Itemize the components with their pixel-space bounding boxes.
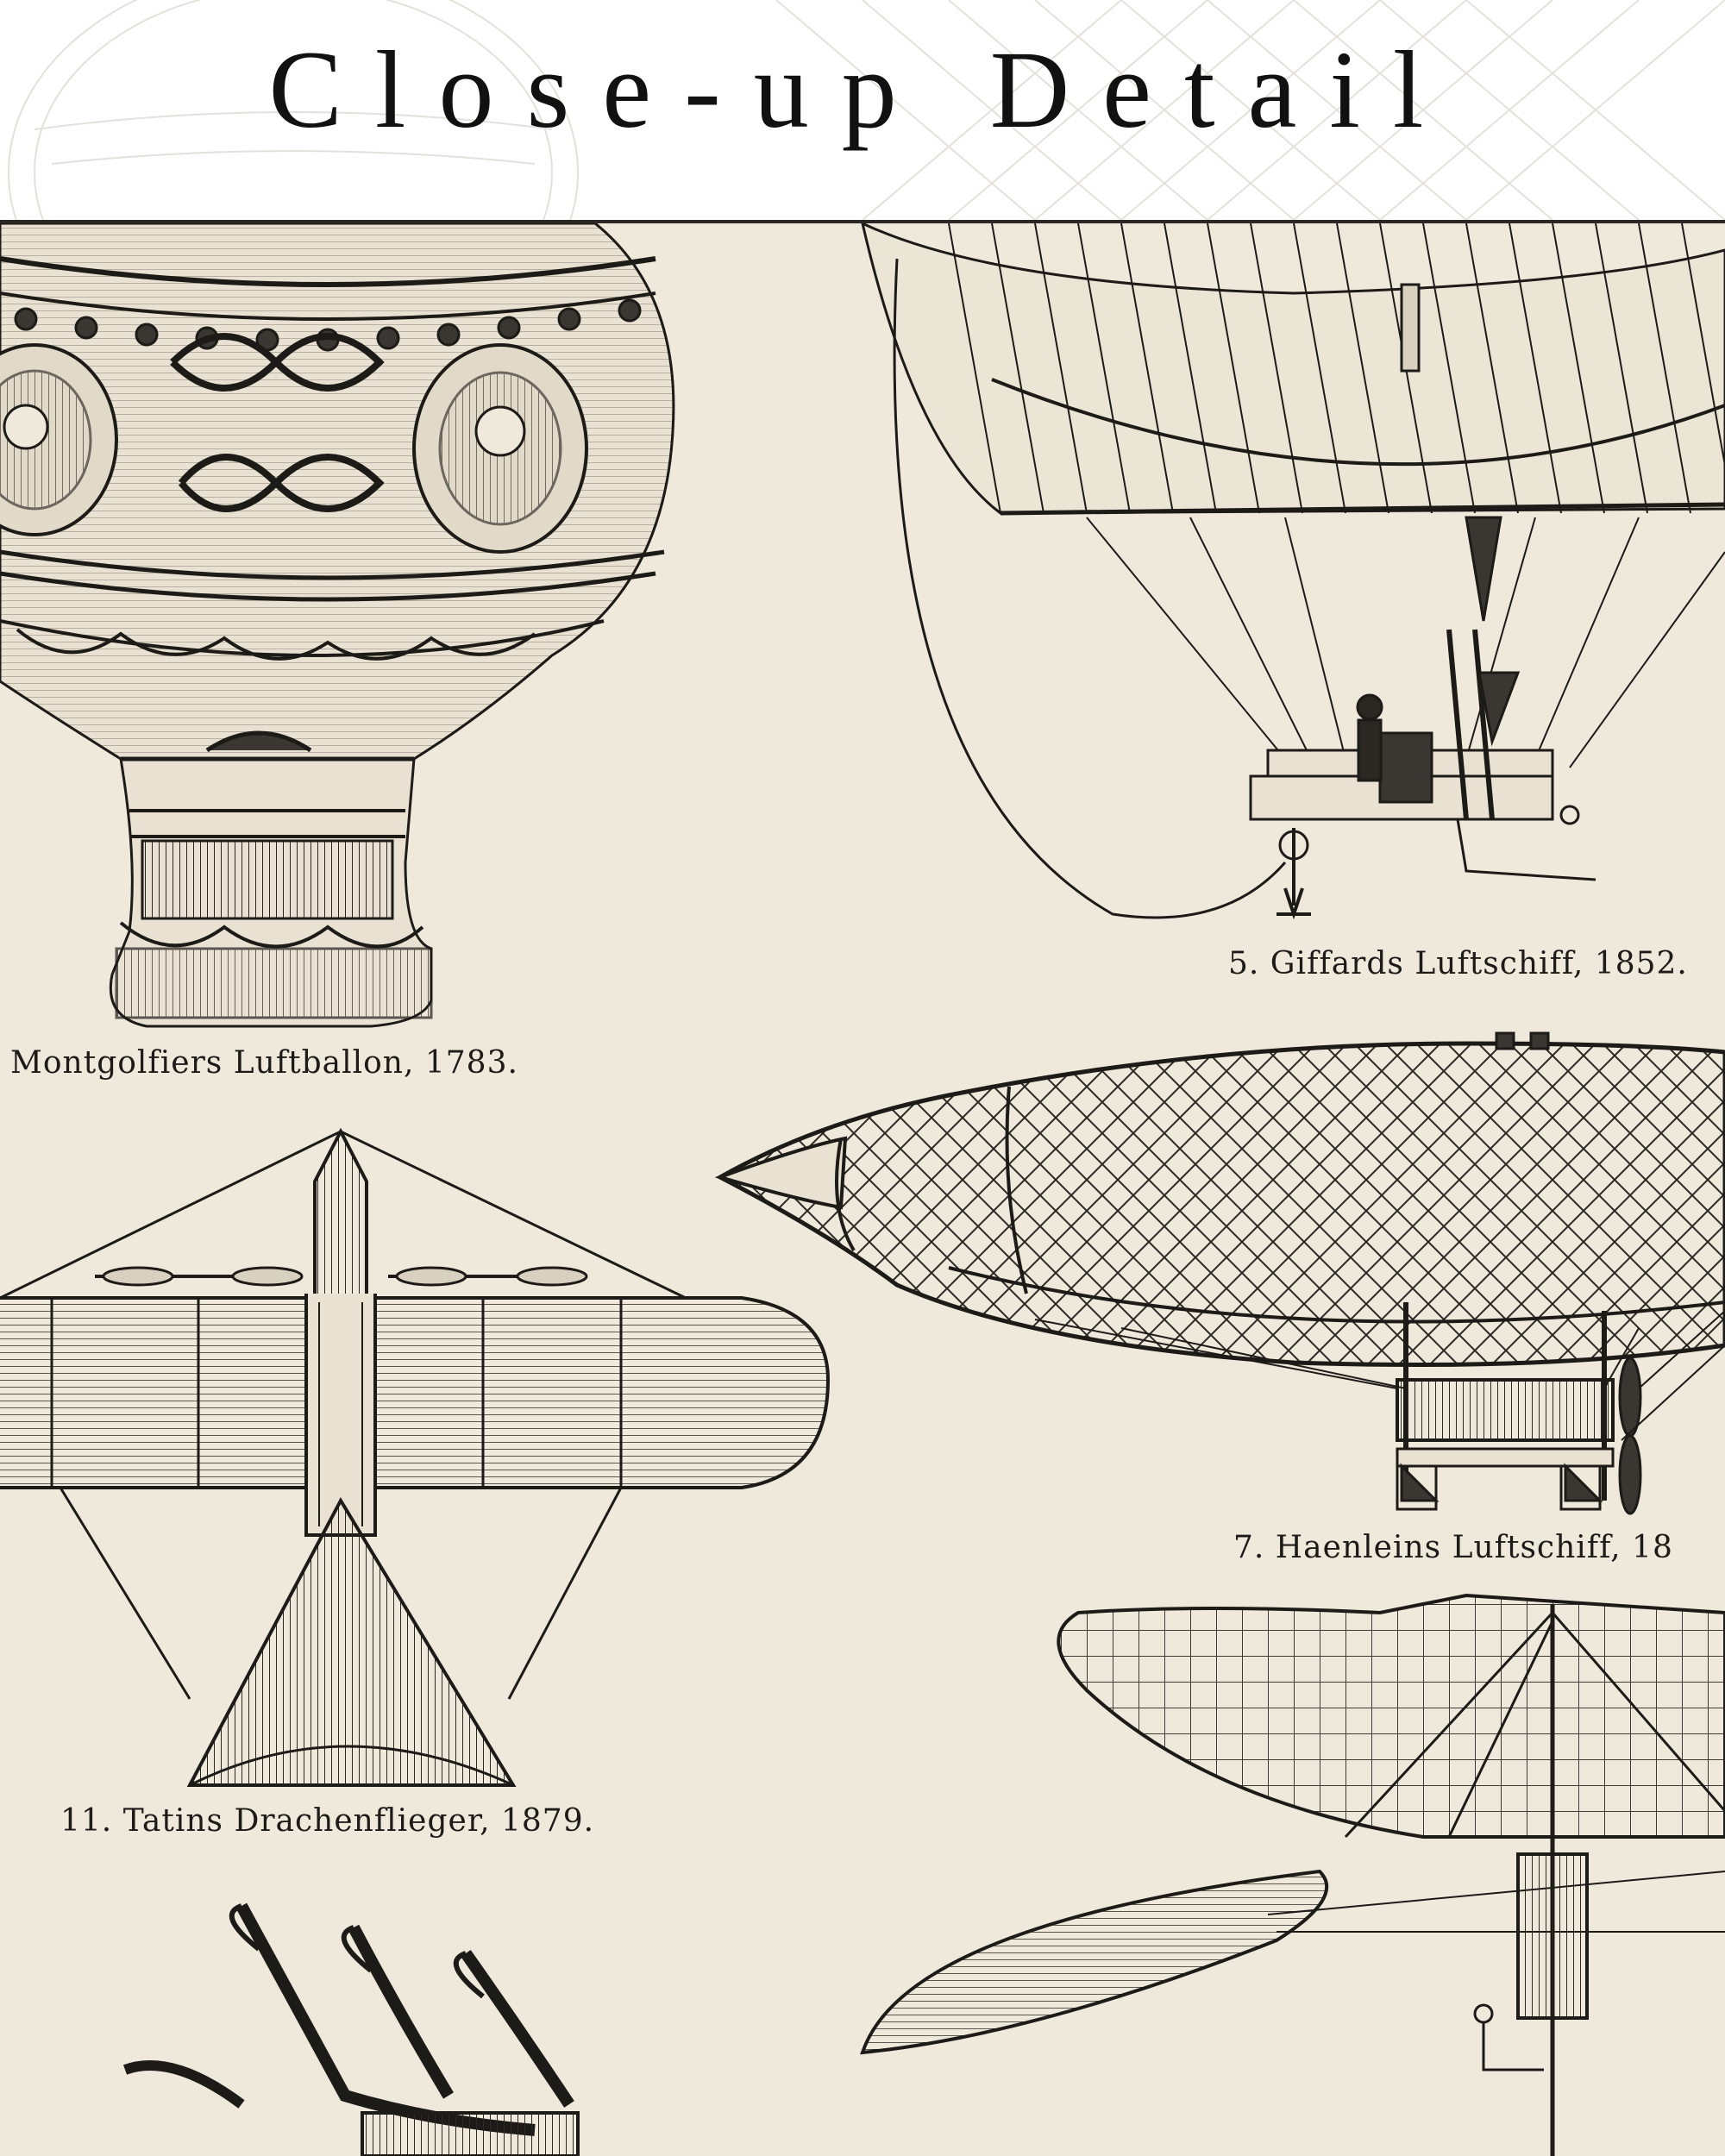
haenlein-airship: [714, 1031, 1725, 1515]
caption-montgolfier: Montgolfiers Luftballon, 1783.: [10, 1045, 518, 1081]
caption-giffard: 5. Giffards Luftschiff, 1852.: [1228, 946, 1688, 981]
header-background-engraving: [8, 0, 1725, 220]
page-title: Close-up Detail: [268, 28, 1457, 151]
wing-contraption: [122, 1902, 580, 2156]
frame-airship: [860, 1593, 1725, 2156]
giffard-airship: [861, 223, 1725, 920]
montgolfier-balloon: [0, 223, 675, 1028]
tatin-drachenflieger: [0, 1127, 831, 1787]
caption-tatin: 11. Tatins Drachenflieger, 1879.: [60, 1803, 595, 1839]
engraving-plate: Montgolfiers Luftballon, 1783. 5. Giffar…: [0, 223, 1725, 2156]
engraving-illustrations: [0, 223, 1725, 2156]
header-banner: Close-up Detail: [0, 0, 1725, 223]
caption-haenlein: 7. Haenleins Luftschiff, 18: [1233, 1530, 1673, 1565]
